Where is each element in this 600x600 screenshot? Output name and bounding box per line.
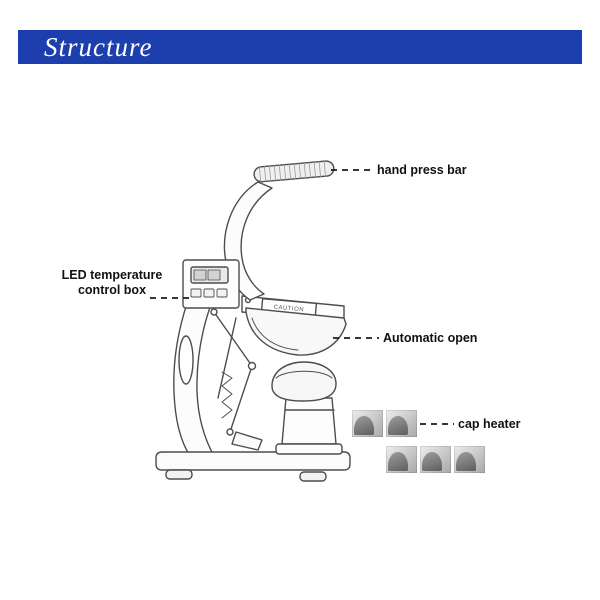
label-led-temperature-control-box: LED temperature control box [56,268,168,298]
caution-sticker: CAUTION [273,305,304,314]
hand-press-bar-part [253,160,335,183]
page-title: Structure [44,31,153,62]
upper-platen [245,307,347,356]
label-automatic-open: Automatic open [383,331,478,345]
cap-heater-thumbnail [386,410,417,437]
led-control-box-part [182,259,240,309]
cap-heater-pedestal [281,397,337,445]
label-led-line1: LED temperature [61,268,163,282]
label-led-line2: control box [77,283,147,297]
header-bar: Structure [18,30,582,64]
cap-platen [271,361,337,402]
cap-heater-thumbnail [386,446,417,473]
cap-heater-thumbnail [420,446,451,473]
machine-base [155,451,351,471]
label-cap-heater: cap heater [458,417,521,431]
label-hand-press-bar: hand press bar [377,163,467,177]
cap-heater-thumbnail [454,446,485,473]
cap-heater-thumbnail [352,410,383,437]
